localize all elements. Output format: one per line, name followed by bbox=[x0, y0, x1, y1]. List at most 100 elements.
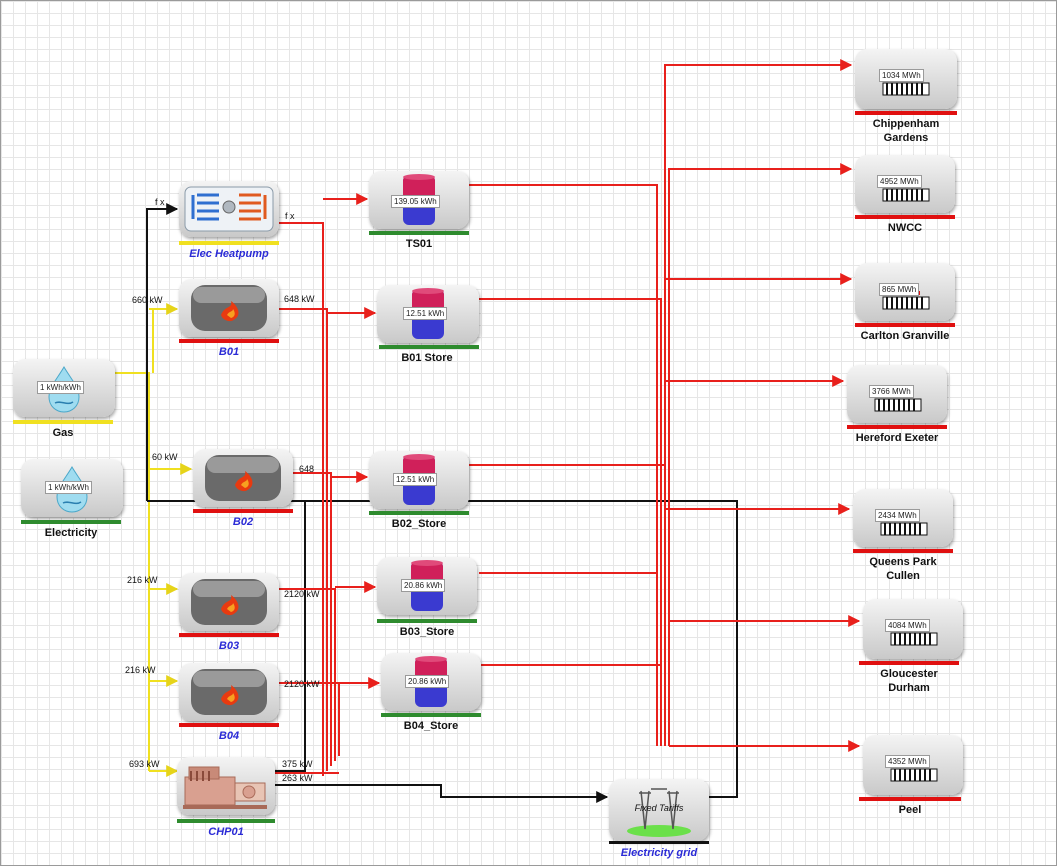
gloucester-box[interactable]: 4084 MWh bbox=[863, 599, 963, 659]
chp01-in-flow: 693 kW bbox=[129, 759, 160, 769]
gas-box[interactable]: 1 kWh/kWh bbox=[13, 359, 115, 417]
b03-bar bbox=[179, 633, 279, 637]
heatpump-bar bbox=[179, 241, 279, 245]
gas-bar bbox=[13, 420, 113, 424]
b04-out-flow: 2120 kW bbox=[284, 679, 320, 689]
queens-label-1: Queens Park bbox=[869, 556, 937, 568]
b04-bar bbox=[179, 723, 279, 727]
nwcc-box[interactable]: 4952 MWh bbox=[855, 155, 955, 213]
radiator-icon bbox=[874, 393, 922, 412]
heat-pipes bbox=[275, 59, 861, 776]
boiler-icon bbox=[191, 669, 267, 715]
nwcc-value: 4952 MWh bbox=[877, 175, 922, 188]
b02-store-label: B02_Store bbox=[391, 518, 447, 530]
gloucester-label-2: Durham bbox=[888, 682, 930, 694]
b04-box[interactable] bbox=[179, 663, 279, 721]
b01-out-flow: 648 kW bbox=[284, 294, 315, 304]
b01-store-value: 12.51 kWh bbox=[403, 307, 448, 320]
peel-value: 4352 MWh bbox=[885, 755, 930, 768]
gas-pipes bbox=[115, 303, 193, 777]
peel-label: Peel bbox=[898, 804, 922, 816]
ts01-value: 139.05 kWh bbox=[391, 195, 440, 208]
carlton-value: 865 MWh bbox=[879, 283, 920, 296]
heatpump-box[interactable] bbox=[179, 181, 279, 237]
ts01-box[interactable]: 139.05 kWh bbox=[369, 171, 469, 229]
b02-store-value: 12.51 kWh bbox=[393, 473, 438, 486]
hereford-value: 3766 MWh bbox=[869, 385, 914, 398]
heatpump-in-flow: f x bbox=[155, 197, 165, 207]
heatpump-out-flow: f x bbox=[285, 211, 295, 221]
gas-value: 1 kWh/kWh bbox=[37, 381, 84, 394]
b02-bar bbox=[193, 509, 293, 513]
electricity-grid-bar bbox=[609, 841, 709, 844]
electricity-bar bbox=[21, 520, 121, 524]
chp01-label: CHP01 bbox=[208, 826, 244, 838]
gloucester-bar bbox=[859, 661, 959, 665]
boiler-icon bbox=[191, 579, 267, 625]
b04-store-bar bbox=[381, 713, 481, 717]
engine-icon bbox=[183, 766, 267, 809]
b03-label: B03 bbox=[218, 640, 240, 652]
b04-store-box[interactable]: 20.86 kWh bbox=[381, 653, 481, 711]
queens-box[interactable]: 2434 MWh bbox=[853, 489, 953, 547]
queens-value: 2434 MWh bbox=[875, 509, 920, 522]
b03-in-flow: 216 kW bbox=[127, 575, 158, 585]
b01-in-flow: 660 kW bbox=[132, 295, 163, 305]
b01-store-bar bbox=[379, 345, 479, 349]
hereford-bar bbox=[847, 425, 947, 429]
b04-in-flow: 216 kW bbox=[125, 665, 156, 675]
ts01-label: TS01 bbox=[405, 238, 433, 250]
b04-store-label: B04_Store bbox=[403, 720, 459, 732]
gloucester-label-1: Gloucester bbox=[880, 668, 938, 680]
b01-bar bbox=[179, 339, 279, 343]
peel-box[interactable]: 4352 MWh bbox=[863, 735, 963, 795]
b02-box[interactable] bbox=[193, 449, 293, 507]
storage-tank-icon bbox=[403, 174, 435, 225]
carlton-bar bbox=[855, 323, 955, 327]
b03-store-value: 20.86 kWh bbox=[401, 579, 446, 592]
b01-box[interactable] bbox=[179, 279, 279, 337]
gloucester-value: 4084 MWh bbox=[885, 619, 930, 632]
nwcc-bar bbox=[855, 215, 955, 219]
gas-label: Gas bbox=[52, 427, 74, 439]
chp01-out-flow-1: 375 kW bbox=[282, 759, 313, 769]
boiler-icon bbox=[205, 455, 281, 501]
peel-bar bbox=[859, 797, 961, 801]
b03-store-box[interactable]: 20.86 kWh bbox=[377, 557, 477, 615]
b01-store-label: B01 Store bbox=[401, 352, 453, 364]
b03-store-bar bbox=[377, 619, 477, 623]
boiler-icon bbox=[191, 285, 267, 331]
chp01-out-flow-2: 263 kW bbox=[282, 773, 313, 783]
b03-store-label: B03_Store bbox=[399, 626, 455, 638]
b01-label: B01 bbox=[218, 346, 240, 358]
b02-label: B02 bbox=[232, 516, 254, 528]
electricity-box[interactable]: 1 kWh/kWh bbox=[21, 459, 123, 517]
carlton-label: Carlton Granville bbox=[860, 330, 950, 342]
hereford-box[interactable]: 3766 MWh bbox=[847, 365, 947, 423]
chippenham-value: 1034 MWh bbox=[879, 69, 924, 82]
nwcc-label: NWCC bbox=[887, 222, 923, 234]
b02-store-bar bbox=[369, 511, 469, 515]
b01-store-box[interactable]: 12.51 kWh bbox=[377, 285, 479, 343]
b02-store-box[interactable]: 12.51 kWh bbox=[369, 451, 469, 509]
heat-exchanger-icon bbox=[184, 186, 274, 232]
b03-out-flow: 2120 kW bbox=[284, 589, 320, 599]
chippenham-label-1: Chippenham bbox=[872, 118, 940, 130]
ts01-bar bbox=[369, 231, 469, 235]
queens-bar bbox=[853, 549, 953, 553]
chippenham-box[interactable]: 1034 MWh bbox=[855, 49, 957, 109]
b04-store-value: 20.86 kWh bbox=[405, 675, 450, 688]
electricity-label: Electricity bbox=[44, 527, 98, 539]
electricity-grid-box[interactable]: Fixed Tariffs bbox=[609, 779, 709, 841]
b04-label: B04 bbox=[218, 730, 240, 742]
b02-in-flow: 60 kW bbox=[152, 452, 178, 462]
b03-box[interactable] bbox=[179, 573, 279, 631]
grid-inner-label: Fixed Tariffs bbox=[634, 803, 684, 813]
b02-out-flow: 648 bbox=[299, 464, 315, 474]
chp01-box[interactable] bbox=[177, 757, 275, 815]
chippenham-label-2: Gardens bbox=[883, 132, 929, 144]
power-pylon-icon bbox=[627, 788, 691, 837]
carlton-box[interactable]: 865 MWh bbox=[855, 263, 955, 321]
